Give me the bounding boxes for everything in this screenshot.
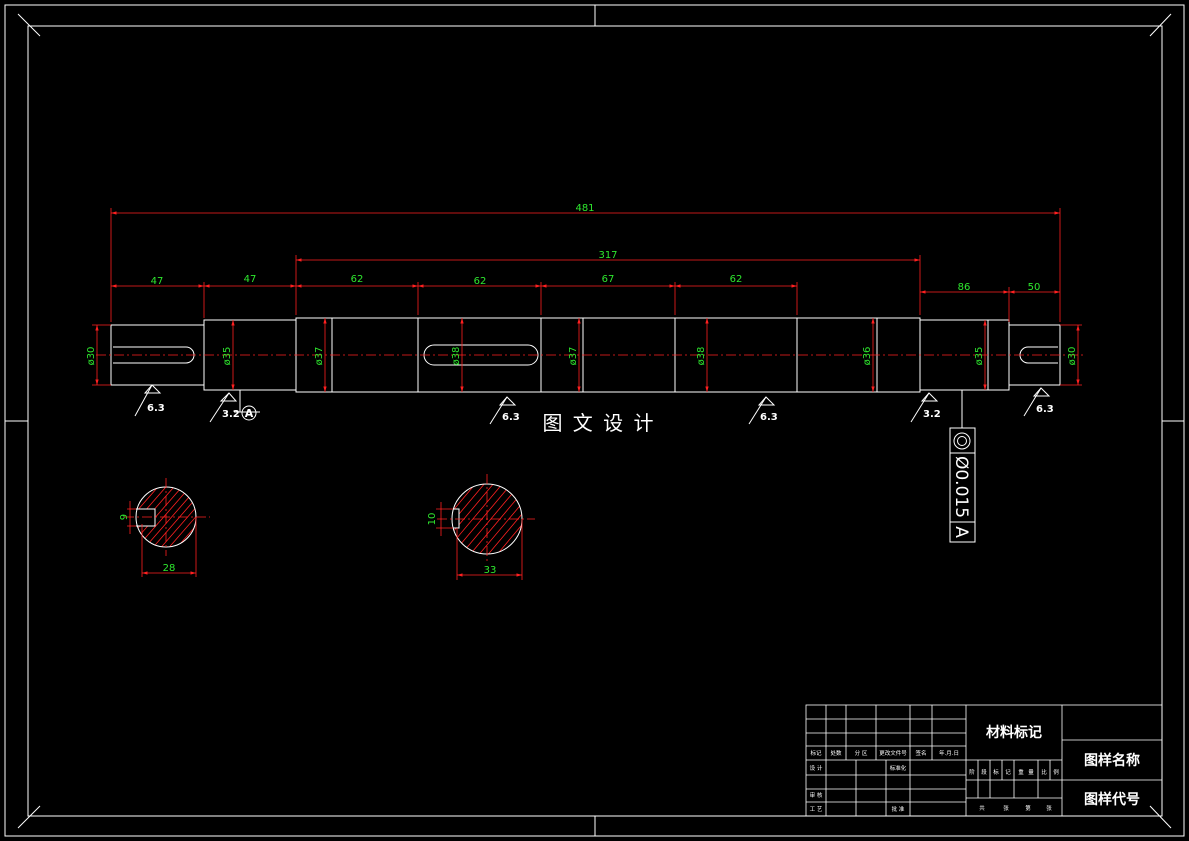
stage-cell: 标 — [993, 768, 999, 776]
material-mark: 材料标记 — [986, 724, 1042, 741]
surface-roughness-symbols: 6.3 3.2 6.3 6.3 3.2 6.3 — [134, 384, 1054, 425]
dim-diameter: ø38 — [696, 347, 707, 366]
dim-diameter: ø36 — [862, 347, 873, 366]
title-block: 材料标记 图样名称 图样代号 标记 处数 分 区 更改文件号 签名 年.月.日 … — [805, 704, 1163, 817]
dim-diameter: ø37 — [314, 347, 325, 366]
section-view-2: 10 33 — [427, 474, 535, 580]
shaft-outline — [96, 317, 1085, 393]
datum-marker: A — [234, 390, 260, 421]
roughness-value: 6.3 — [1036, 404, 1054, 415]
sheet-cell: 第 — [1025, 804, 1031, 812]
roughness-symbol: 6.3 — [1023, 387, 1054, 417]
dim-segment: 67 — [602, 274, 615, 285]
dim-segment: 47 — [244, 274, 257, 285]
roughness-value: 3.2 — [222, 409, 240, 420]
stage-cell: 重 — [1018, 768, 1024, 776]
dim-total: 481 — [575, 203, 594, 214]
header-cell: 年.月.日 — [939, 749, 959, 757]
stage-cell: 段 — [981, 768, 987, 776]
tolerance-value: Ø0.015 — [951, 456, 971, 518]
dim-segment: 62 — [730, 274, 743, 285]
header-cell: 标记 — [810, 749, 822, 757]
concentricity-icon — [953, 432, 971, 450]
section-view-1: 9 28 — [119, 478, 210, 577]
dim-segment: 47 — [151, 276, 164, 287]
length-dimension-texts: 481 317 47 47 62 62 67 62 86 50 — [151, 203, 1041, 293]
roughness-symbol: 6.3 — [489, 396, 520, 425]
datum-label: A — [245, 407, 254, 420]
dim-segment: 62 — [351, 274, 364, 285]
sheet-cell: 共 — [979, 804, 985, 812]
roughness-value: 3.2 — [923, 409, 941, 420]
dim-middle: 317 — [598, 250, 617, 261]
stage-cell: 阶 — [969, 768, 975, 776]
drawing-code: 图样代号 — [1084, 791, 1140, 808]
roughness-symbol: 6.3 — [748, 396, 778, 425]
dim-diameter: ø35 — [974, 347, 985, 366]
dim-diameter: ø30 — [86, 347, 97, 366]
header-cell: 更改文件号 — [879, 749, 907, 757]
dim-segment: 50 — [1028, 282, 1041, 293]
dim-diameter: ø37 — [568, 347, 579, 366]
roughness-value: 6.3 — [147, 403, 165, 414]
process-label: 工 艺 — [810, 806, 823, 813]
stage-cell: 例 — [1053, 768, 1059, 776]
header-cell: 处数 — [830, 749, 842, 757]
roughness-symbol: 3.2 — [209, 392, 240, 423]
roughness-symbol: 6.3 — [134, 384, 165, 417]
section-keyway-depth: 9 — [119, 514, 130, 520]
section-width-dim: 33 — [484, 565, 497, 576]
stage-cell: 记 — [1005, 769, 1011, 776]
watermark-text: 图 文 设 计 — [542, 411, 655, 435]
roughness-symbol: 3.2 — [910, 392, 941, 423]
dim-diameter: ø38 — [451, 347, 462, 366]
design-label: 设 计 — [810, 764, 823, 772]
tolerance-datum: A — [951, 526, 971, 538]
review-label: 审 核 — [810, 791, 823, 799]
approve-label: 批 准 — [892, 805, 905, 813]
drawing-name: 图样名称 — [1084, 752, 1140, 769]
diameter-dimension-texts: ø30 ø35 ø37 ø38 ø37 ø38 ø36 ø35 ø30 — [86, 347, 1078, 366]
section-keyway-depth: 10 — [427, 513, 438, 526]
header-cell: 签名 — [915, 749, 926, 757]
tolerance-frame: Ø0.015 A — [949, 390, 976, 543]
dim-diameter: ø35 — [222, 347, 233, 366]
sheet-cell: 张 — [1046, 804, 1052, 812]
drawing-frame — [4, 4, 1185, 837]
dimension-lines — [92, 208, 1082, 392]
section-width-dim: 28 — [163, 563, 176, 574]
roughness-value: 6.3 — [502, 412, 520, 423]
stage-cell: 比 — [1041, 768, 1047, 776]
sheet-cell: 张 — [1003, 804, 1009, 812]
dim-segment: 86 — [958, 282, 971, 293]
header-cell: 分 区 — [855, 749, 868, 757]
dim-segment: 62 — [474, 276, 487, 287]
dim-diameter: ø30 — [1067, 347, 1078, 366]
stage-cell: 量 — [1028, 769, 1034, 776]
roughness-value: 6.3 — [760, 412, 778, 423]
standardization-label: 标准化 — [890, 764, 907, 772]
